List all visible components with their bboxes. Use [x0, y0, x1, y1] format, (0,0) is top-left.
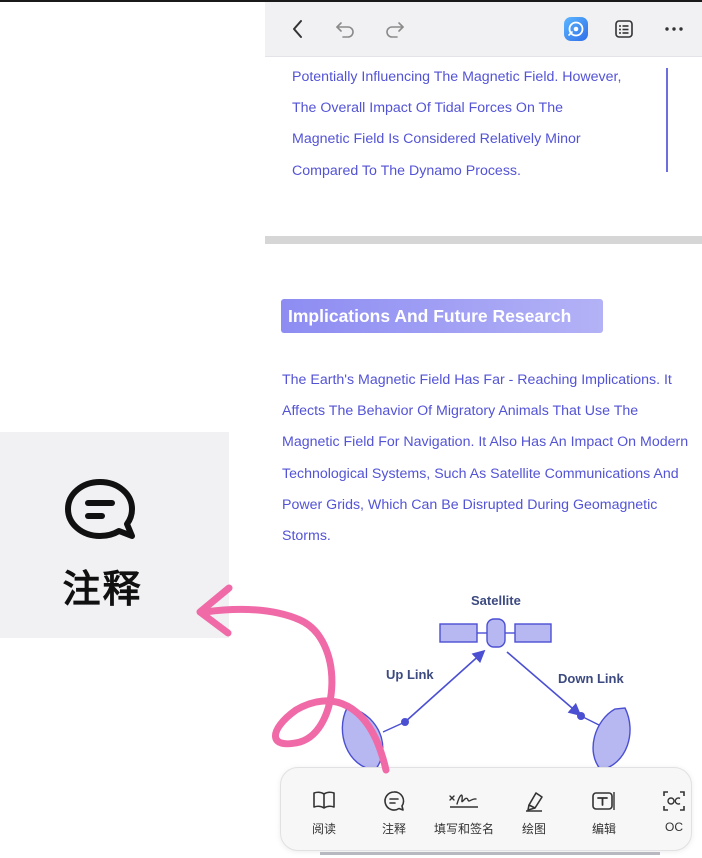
undo-button[interactable] [333, 16, 359, 42]
ai-assistant-icon [564, 17, 588, 41]
back-button[interactable] [285, 16, 311, 42]
text-line: The Earth's Magnetic Field Has Far - Rea… [282, 372, 672, 388]
list-icon [615, 20, 633, 38]
ocr-label: OC [665, 820, 683, 834]
uplink-arrow [404, 649, 486, 723]
edit-button[interactable]: 编辑 [569, 768, 639, 850]
ground-station-left-icon [341, 707, 406, 771]
comment-icon [65, 479, 135, 539]
redo-button[interactable] [381, 16, 407, 42]
chevron-left-icon [293, 20, 302, 38]
bottom-toolbar: 阅读 注释 填写和签名 绘图 编辑 [280, 767, 692, 851]
text-line: Magnetic Field For Navigation. It Also H… [282, 434, 689, 451]
ground-station-right-icon [580, 707, 631, 771]
text-line: Technological Systems, Such As Satellite… [282, 465, 679, 482]
ocr-icon [663, 791, 685, 811]
document-viewer[interactable]: Potentially Influencing The Magnetic Fie… [265, 2, 702, 858]
text-edit-icon [592, 792, 615, 810]
down-link-label: Down Link [558, 671, 624, 686]
draw-button[interactable]: 绘图 [499, 768, 569, 850]
signature-icon [449, 794, 478, 808]
edit-label: 编辑 [591, 822, 616, 836]
text-line: Affects The Behavior Of Migratory Animal… [282, 403, 639, 420]
ai-assistant-button[interactable] [563, 16, 589, 42]
text-line: Magnetic Field Is Considered Relatively … [292, 131, 581, 148]
satellite-diagram: Satellite Up Link Down Link [341, 593, 631, 771]
text-cursor-bar [666, 68, 668, 172]
annotate-button[interactable]: 注释 [359, 768, 429, 850]
paragraph-implications[interactable]: The Earth's Magnetic Field Has Far - Rea… [282, 365, 702, 552]
read-label: 阅读 [311, 822, 336, 836]
top-border [0, 0, 702, 2]
book-icon [313, 791, 335, 809]
outline-button[interactable] [611, 16, 637, 42]
annotate-label: 注释 [381, 822, 406, 836]
up-link-label: Up Link [386, 667, 434, 682]
satellite-label: Satellite [471, 593, 521, 608]
redo-icon [386, 22, 404, 38]
page-edge-text [320, 852, 660, 855]
more-button[interactable] [661, 16, 687, 42]
text-line: Power Grids, Which Can Be Disrupted Duri… [282, 496, 658, 513]
fill-sign-label: 填写和签名 [433, 822, 494, 836]
annotate-callout-label: 注释 [62, 567, 143, 611]
section-heading[interactable]: Implications And Future Research [281, 299, 603, 333]
pen-icon [526, 792, 543, 812]
draw-label: 绘图 [521, 822, 546, 836]
paragraph-tidal-forces[interactable]: Potentially Influencing The Magnetic Fie… [292, 62, 662, 187]
more-icon [665, 27, 683, 31]
fill-sign-button[interactable]: 填写和签名 [429, 768, 499, 850]
page-separator [265, 236, 702, 244]
read-button[interactable]: 阅读 [289, 768, 359, 850]
downlink-arrow [506, 651, 582, 717]
text-line: Compared To The Dynamo Process. [292, 162, 521, 179]
comment-icon [384, 791, 405, 811]
undo-icon [336, 22, 354, 38]
text-line: The Overall Impact Of Tidal Forces On Th… [292, 100, 563, 117]
top-toolbar [265, 2, 702, 57]
satellite-icon [439, 618, 552, 648]
text-line: Potentially Influencing The Magnetic Fie… [292, 69, 622, 85]
text-line: Storms. [282, 528, 331, 545]
ocr-button[interactable]: OC [639, 768, 691, 850]
